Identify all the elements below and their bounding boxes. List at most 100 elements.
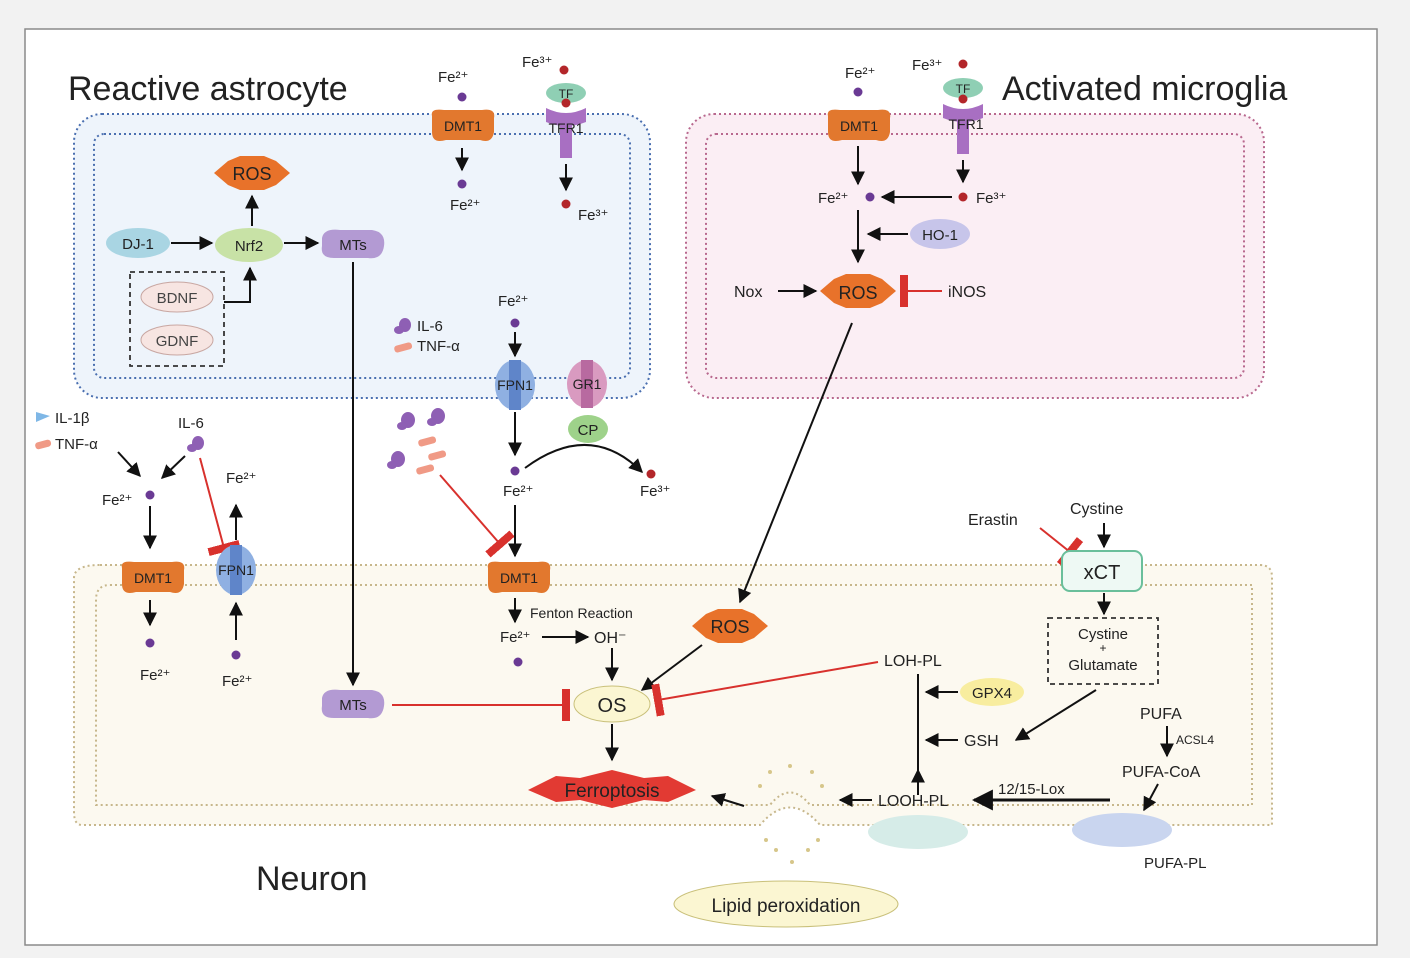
cystine-label: Cystine xyxy=(1070,501,1123,518)
glutamate-label: Glutamate xyxy=(1068,657,1137,674)
lipid-peroxidation-node: Lipid peroxidation xyxy=(673,880,899,928)
fpn1-transporter: FPN1 xyxy=(495,360,535,410)
fe3-label: Fe³⁺ xyxy=(522,54,552,71)
svg-text:Nrf2: Nrf2 xyxy=(235,238,263,255)
pufa-coa-label: PUFA-CoA xyxy=(1122,764,1201,781)
acsl4-label: ACSL4 xyxy=(1176,733,1214,747)
bdnf-factor: BDNF xyxy=(140,281,214,313)
fenton-reaction-label: Fenton Reaction xyxy=(530,605,633,621)
fe2-dot xyxy=(145,638,155,648)
svg-text:Lipid peroxidation: Lipid peroxidation xyxy=(712,896,861,917)
svg-text:ROS: ROS xyxy=(232,164,271,184)
fe2-label: Fe²⁺ xyxy=(450,197,480,214)
il6-cytokine-icon xyxy=(394,318,411,334)
fe3-dot xyxy=(958,59,968,69)
fe2-label: Fe²⁺ xyxy=(226,470,256,487)
nox-label: Nox xyxy=(734,284,762,301)
svg-text:DMT1: DMT1 xyxy=(444,118,482,134)
tnfa-label: TNF-α xyxy=(55,436,98,453)
svg-text:FPN1: FPN1 xyxy=(218,562,254,578)
fe2-dot xyxy=(510,466,520,476)
svg-text:DMT1: DMT1 xyxy=(134,570,172,586)
svg-text:GPX4: GPX4 xyxy=(972,685,1012,702)
neuron-title: Neuron xyxy=(256,860,368,898)
ros-burst: ROS xyxy=(214,156,290,190)
astrocyte-title: Reactive astrocyte xyxy=(68,70,348,108)
svg-text:MTs: MTs xyxy=(339,697,367,714)
loh-pl-label: LOH-PL xyxy=(884,653,942,670)
pufa-label: PUFA xyxy=(1140,706,1182,723)
fe2-label: Fe²⁺ xyxy=(845,65,875,82)
svg-text:CP: CP xyxy=(578,422,599,439)
fe2-dot xyxy=(513,657,523,667)
inos-label: iNOS xyxy=(948,284,986,301)
fe2-label: Fe²⁺ xyxy=(102,492,132,509)
fe2-dot xyxy=(231,650,241,660)
ros-burst: ROS xyxy=(820,274,896,308)
fe2-dot xyxy=(457,92,467,102)
hydroxyl-label: OH⁻ xyxy=(594,630,626,647)
fe2-label: Fe²⁺ xyxy=(222,673,252,690)
svg-text:DMT1: DMT1 xyxy=(500,570,538,586)
svg-text:xCT: xCT xyxy=(1084,562,1121,584)
svg-text:ROS: ROS xyxy=(710,617,749,637)
fe2-label: Fe²⁺ xyxy=(498,293,528,310)
fe3-dot xyxy=(559,65,569,75)
ho1-protein: HO-1 xyxy=(910,219,970,249)
fe2-label: Fe²⁺ xyxy=(818,190,848,207)
lipid-debris xyxy=(758,764,824,864)
svg-text:GR1: GR1 xyxy=(573,376,602,392)
gdnf-factor: GDNF xyxy=(140,324,214,356)
tnfa-cytokine-icon xyxy=(394,342,413,353)
fe2-dot xyxy=(457,179,467,189)
tf-tfr1-receptor: TF TFR1 xyxy=(546,83,586,158)
fe2-dot xyxy=(853,87,863,97)
looh-pl-label: LOOH-PL xyxy=(878,793,948,810)
fe3-label: Fe³⁺ xyxy=(912,57,942,74)
mts-protein: MTs xyxy=(321,229,385,259)
nrf2-protein: Nrf2 xyxy=(215,228,283,262)
fe3-label: Fe³⁺ xyxy=(578,207,608,224)
microglia-cell xyxy=(685,113,1265,399)
svg-text:DJ-1: DJ-1 xyxy=(122,236,154,253)
fe3-label: Fe³⁺ xyxy=(640,483,670,500)
fe2-label: Fe²⁺ xyxy=(500,629,530,646)
svg-text:OS: OS xyxy=(598,695,627,717)
fe2-label: Fe²⁺ xyxy=(503,483,533,500)
svg-text:Ferroptosis: Ferroptosis xyxy=(564,781,659,802)
cystine-box-label: Cystine xyxy=(1078,626,1128,643)
il1b-cytokine-icon xyxy=(36,412,50,422)
xct-transporter: xCT xyxy=(1061,550,1143,592)
tf-tfr1-receptor: TF TFR1 xyxy=(943,78,984,154)
fe3-dot xyxy=(646,469,656,479)
svg-text:BDNF: BDNF xyxy=(157,290,198,307)
os-node: OS xyxy=(573,685,651,723)
pufa-pl-membrane-domain xyxy=(1072,813,1172,847)
fe2-label: Fe²⁺ xyxy=(140,667,170,684)
dmt1-transporter: DMT1 xyxy=(121,561,185,593)
fpn1-transporter: FPN1 xyxy=(216,545,256,595)
svg-text:DMT1: DMT1 xyxy=(840,118,878,134)
fe3-dot xyxy=(958,192,968,202)
fe2-dot xyxy=(865,192,875,202)
mts-protein: MTs xyxy=(321,689,385,719)
lox-label: 12/15-Lox xyxy=(998,781,1065,798)
cystine-glutamate-box xyxy=(1047,617,1159,685)
pufa-pl-label: PUFA-PL xyxy=(1144,855,1207,872)
fe3-dot xyxy=(561,199,571,209)
dmt1-transporter: DMT1 xyxy=(431,109,495,141)
erastin-label: Erastin xyxy=(968,512,1018,529)
fe2-dot xyxy=(145,490,155,500)
fe3-label: Fe³⁺ xyxy=(976,190,1006,207)
tnfa-cytokine-icon xyxy=(35,439,52,450)
gpx4-enzyme: GPX4 xyxy=(960,678,1024,706)
svg-text:MTs: MTs xyxy=(339,237,367,254)
svg-text:TFR1: TFR1 xyxy=(549,120,584,136)
gr1-receptor: GR1 xyxy=(567,360,607,408)
ferroptosis-burst: Ferroptosis xyxy=(528,770,696,808)
neurotrophin-box xyxy=(129,271,225,367)
svg-text:TF: TF xyxy=(559,87,574,101)
fe2-dot xyxy=(510,318,520,328)
svg-text:FPN1: FPN1 xyxy=(497,377,533,393)
